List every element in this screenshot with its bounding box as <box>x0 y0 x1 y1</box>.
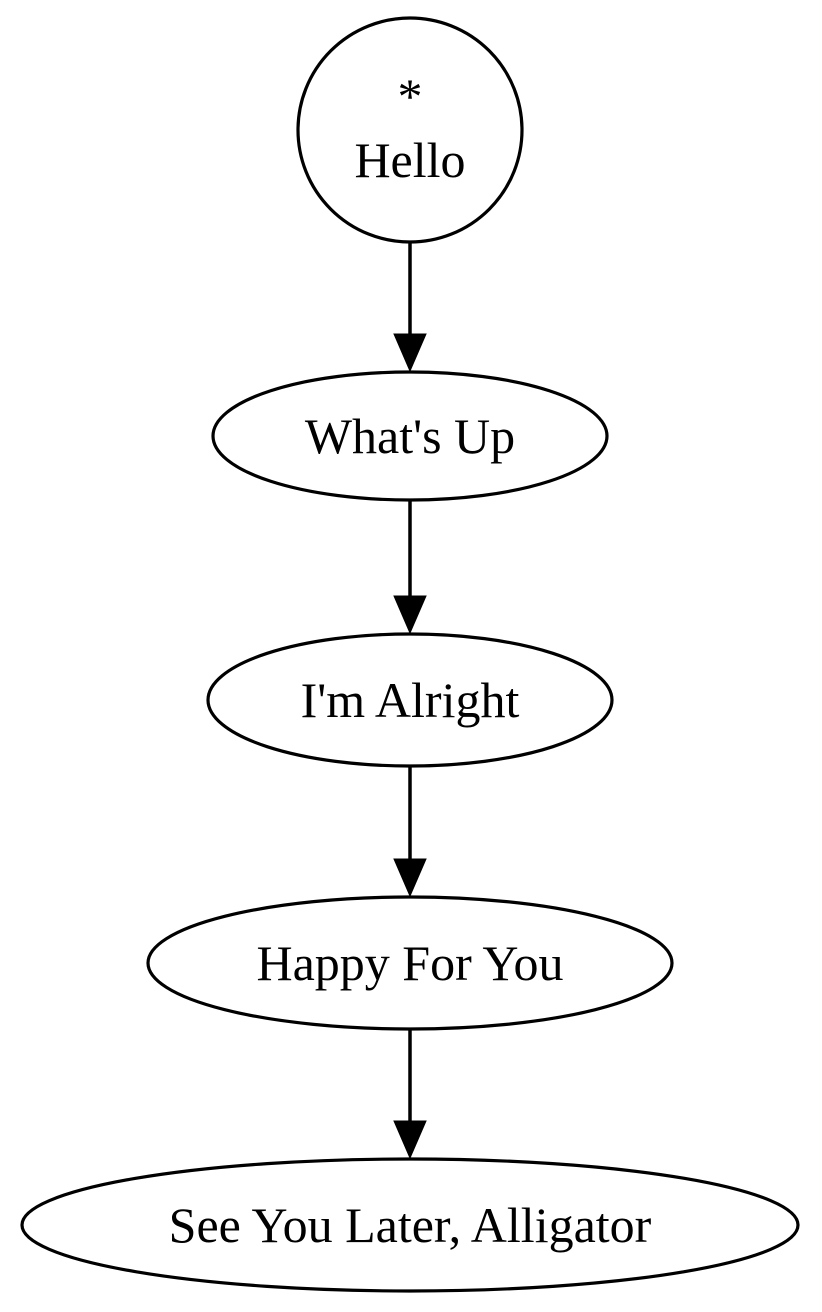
node-see-you-later-alligator: See You Later, Alligator <box>20 1157 800 1293</box>
edge-whats-up-to-im-alright <box>393 500 427 635</box>
node-hello-shape <box>296 16 524 244</box>
node-im-alright-shape <box>206 632 614 768</box>
arrowhead-down-icon <box>393 595 427 635</box>
node-hello-label-line1: * <box>398 68 423 124</box>
node-happy-for-you: Happy For You <box>146 895 674 1031</box>
node-im-alright: I'm Alright <box>206 632 614 768</box>
node-im-alright-label: I'm Alright <box>301 672 520 728</box>
node-see-you-later-alligator-shape <box>20 1157 800 1293</box>
edge-happy-for-you-to-see-you-later <box>393 1029 427 1160</box>
arrowhead-down-icon <box>393 1120 427 1160</box>
node-whats-up-shape <box>211 370 609 502</box>
edge-hello-to-whats-up <box>393 242 427 373</box>
node-hello: * Hello <box>296 16 524 244</box>
node-happy-for-you-shape <box>146 895 674 1031</box>
node-hello-label-line2: Hello <box>354 132 465 188</box>
arrowhead-down-icon <box>393 858 427 898</box>
node-whats-up-label: What's Up <box>305 408 515 464</box>
node-whats-up: What's Up <box>211 370 609 502</box>
edge-im-alright-to-happy-for-you <box>393 766 427 898</box>
node-happy-for-you-label: Happy For You <box>256 935 563 991</box>
arrowhead-down-icon <box>393 333 427 373</box>
node-see-you-later-alligator-label: See You Later, Alligator <box>169 1197 652 1253</box>
